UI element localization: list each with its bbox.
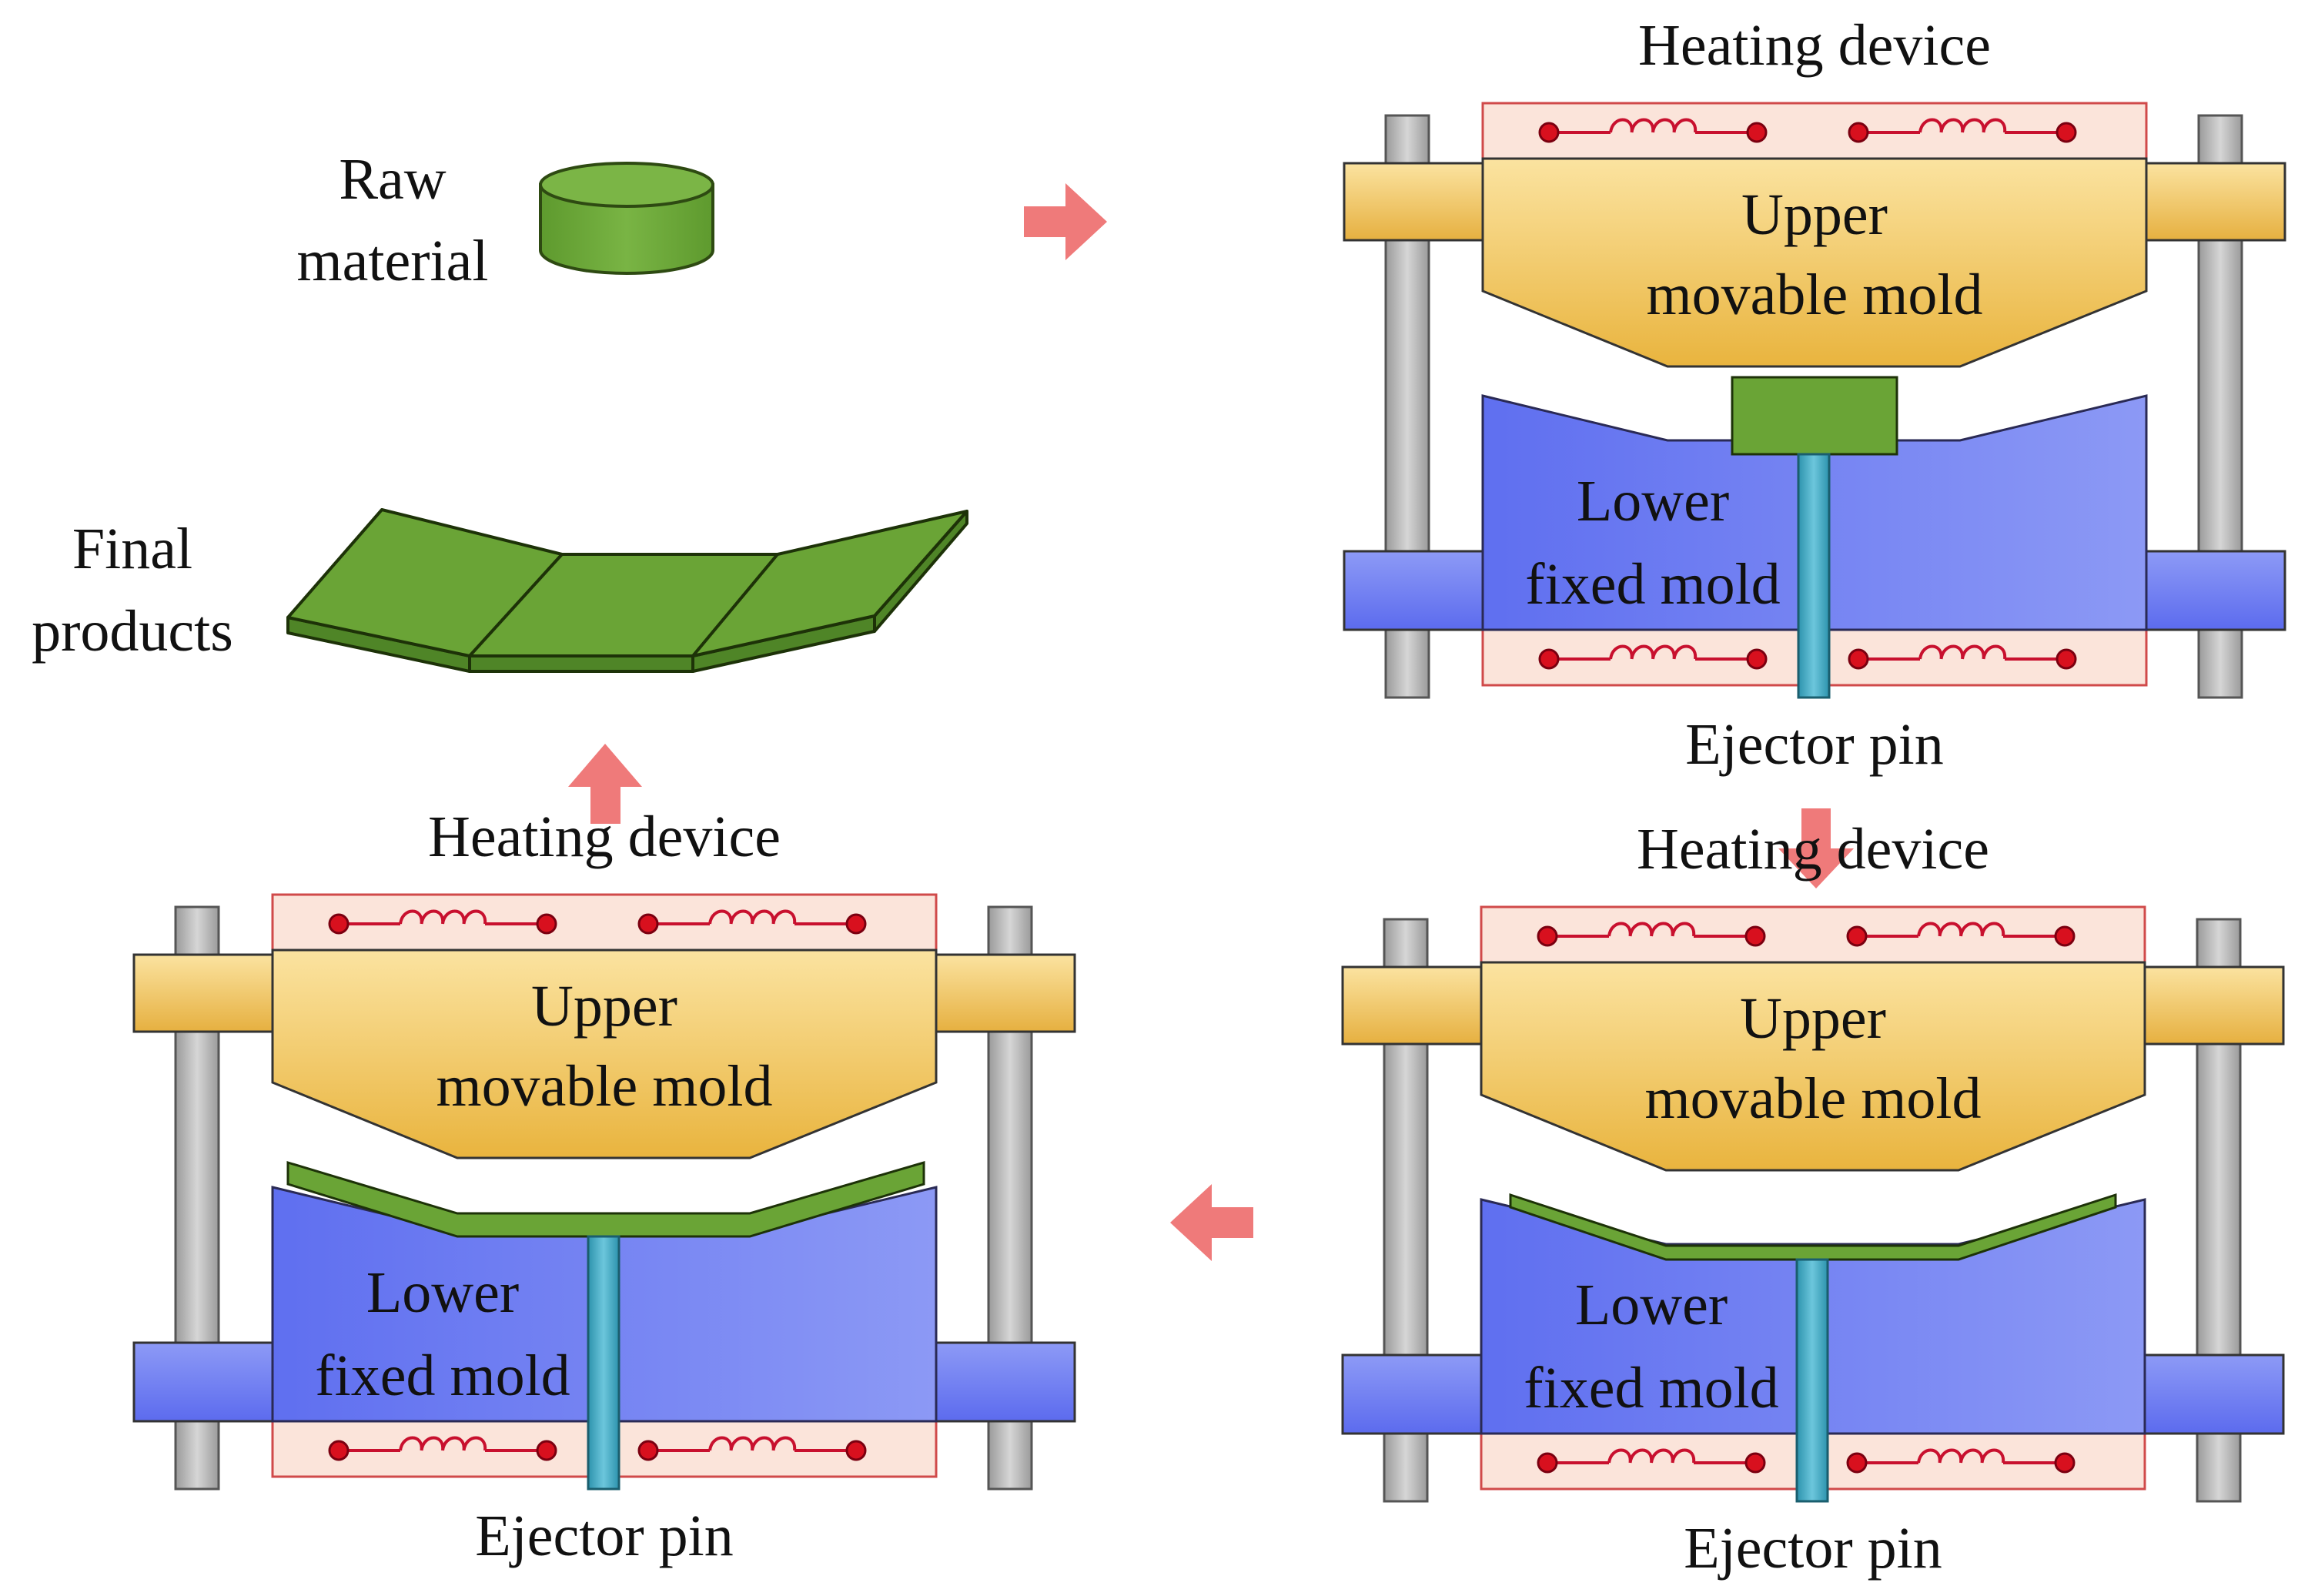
heating-coil-icon	[1848, 644, 2077, 670]
final-products-group: Final products	[32, 508, 968, 673]
arrow-up-icon	[568, 744, 642, 824]
arrow-left-icon	[1170, 1184, 1253, 1261]
arrow-down-icon	[1778, 808, 1854, 888]
upper-platen-right	[935, 953, 1076, 1033]
upper-platen-right	[2145, 162, 2286, 242]
lower-platen-left	[1343, 550, 1484, 631]
heating-device-label: Heating device	[428, 805, 781, 869]
lower-platen-left	[132, 1341, 274, 1423]
lower-mold-label-line1: Lower	[1575, 1273, 1728, 1337]
lower-mold-label-line1: Lower	[366, 1260, 519, 1325]
upper-platen-left	[1341, 965, 1483, 1046]
upper-movable-mold	[1480, 961, 2146, 1172]
released-part	[286, 1160, 925, 1238]
upper-mold-label-line1: Upper	[1740, 986, 1886, 1051]
lower-mold-label-line2: fixed mold	[1524, 1356, 1778, 1420]
heating-coil-icon	[1537, 1448, 1766, 1474]
heating-coil-icon	[1848, 118, 2077, 143]
heating-coil-icon	[637, 1436, 867, 1461]
upper-movable-mold	[271, 949, 938, 1159]
ejector-pin-label: Ejector pin	[475, 1504, 734, 1568]
lower-mold-label-line2: fixed mold	[1525, 552, 1780, 617]
raw-material-label-line2: material	[297, 229, 489, 293]
lower-platen-right	[2145, 550, 2286, 631]
lower-platen-left	[1341, 1353, 1483, 1435]
final-products-label-line2: products	[32, 599, 233, 664]
heating-coil-icon	[328, 1436, 557, 1461]
ejector-pin-label: Ejector pin	[1684, 1516, 1942, 1581]
heating-coil-icon	[1537, 922, 1766, 947]
raw-material-disk	[539, 162, 714, 275]
heating-coil-icon	[637, 909, 867, 935]
upper-mold-label-line1: Upper	[1741, 182, 1888, 247]
ejector-pin	[1795, 1258, 1829, 1503]
heating-device-label: Heating device	[1637, 817, 1989, 882]
formed-part	[1509, 1193, 2117, 1261]
upper-mold-label-line2: movable mold	[437, 1054, 773, 1119]
heating-device-label: Heating device	[1638, 13, 1991, 78]
lower-mold-label-line2: fixed mold	[315, 1343, 570, 1408]
raw-material-block	[1731, 376, 1898, 456]
lower-platen-right	[935, 1341, 1076, 1423]
heating-coil-icon	[1538, 118, 1768, 143]
final-product-bent-plate	[286, 508, 968, 673]
upper-platen-left	[132, 953, 274, 1033]
ejector-pin	[1797, 453, 1831, 699]
upper-heating-device	[271, 893, 938, 952]
lower-mold-label-line1: Lower	[1577, 469, 1729, 534]
lower-platen-right	[2143, 1353, 2285, 1435]
upper-mold-label-line2: movable mold	[1647, 263, 1983, 327]
raw-material-label-line1: Raw	[339, 147, 446, 212]
heating-coil-icon	[1538, 644, 1768, 670]
heating-coil-icon	[1846, 1448, 2076, 1474]
arrow-right-icon	[1024, 183, 1107, 260]
upper-movable-mold	[1481, 157, 2148, 368]
upper-heating-device	[1480, 905, 2146, 964]
final-products-label-line1: Final	[72, 517, 192, 581]
upper-platen-left	[1343, 162, 1484, 242]
upper-mold-label-line1: Upper	[531, 974, 677, 1039]
upper-heating-device	[1481, 102, 2148, 160]
raw-material-group: Raw material	[297, 147, 714, 293]
ejector-pin-label: Ejector pin	[1685, 712, 1944, 777]
heating-coil-icon	[1846, 922, 2076, 947]
upper-mold-label-line2: movable mold	[1645, 1066, 1982, 1131]
upper-platen-right	[2143, 965, 2285, 1046]
ejector-pin	[587, 1235, 620, 1491]
heating-coil-icon	[328, 909, 557, 935]
